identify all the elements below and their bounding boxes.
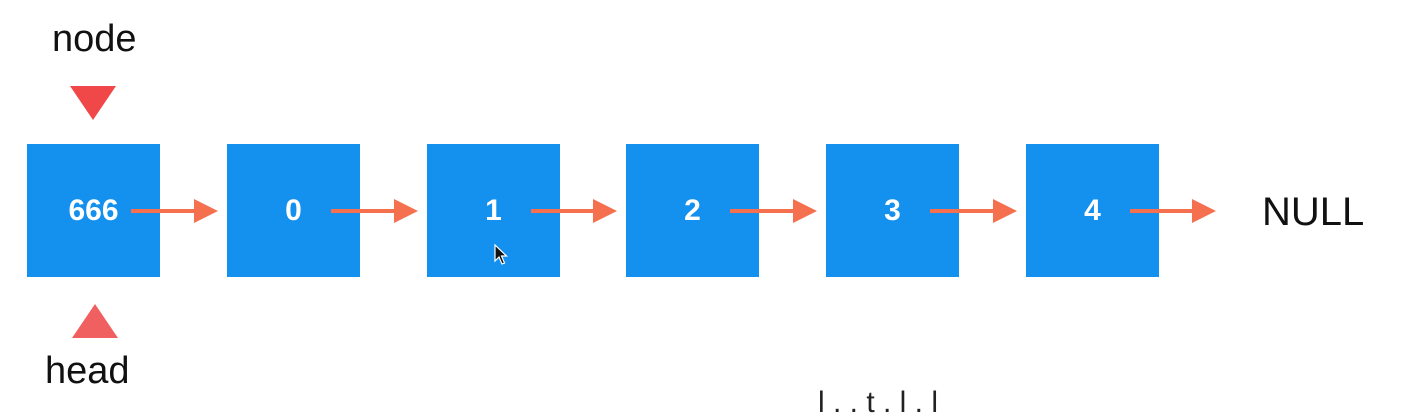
linked-list-diagram: node 666 0 1 2 3 4 NULL head l . . t . l . l (27, 18, 1365, 418)
node-pointer-arrow-icon (70, 86, 116, 120)
partially-visible-caption: l . . t . l . l (818, 386, 939, 419)
null-terminal-label: NULL (1262, 190, 1365, 234)
list-node-value: 4 (1084, 193, 1101, 227)
list-node-value: 666 (68, 193, 119, 227)
list-node-value: 2 (684, 193, 701, 227)
mouse-pointer-icon (494, 244, 508, 265)
list-node-value: 0 (285, 193, 302, 227)
head-pointer-label: head (45, 350, 130, 392)
node-pointer-label: node (52, 18, 137, 60)
list-node-value: 3 (884, 193, 901, 227)
head-pointer-arrow-icon (72, 304, 118, 338)
list-node-value: 1 (485, 193, 502, 227)
next-links (131, 199, 1216, 223)
